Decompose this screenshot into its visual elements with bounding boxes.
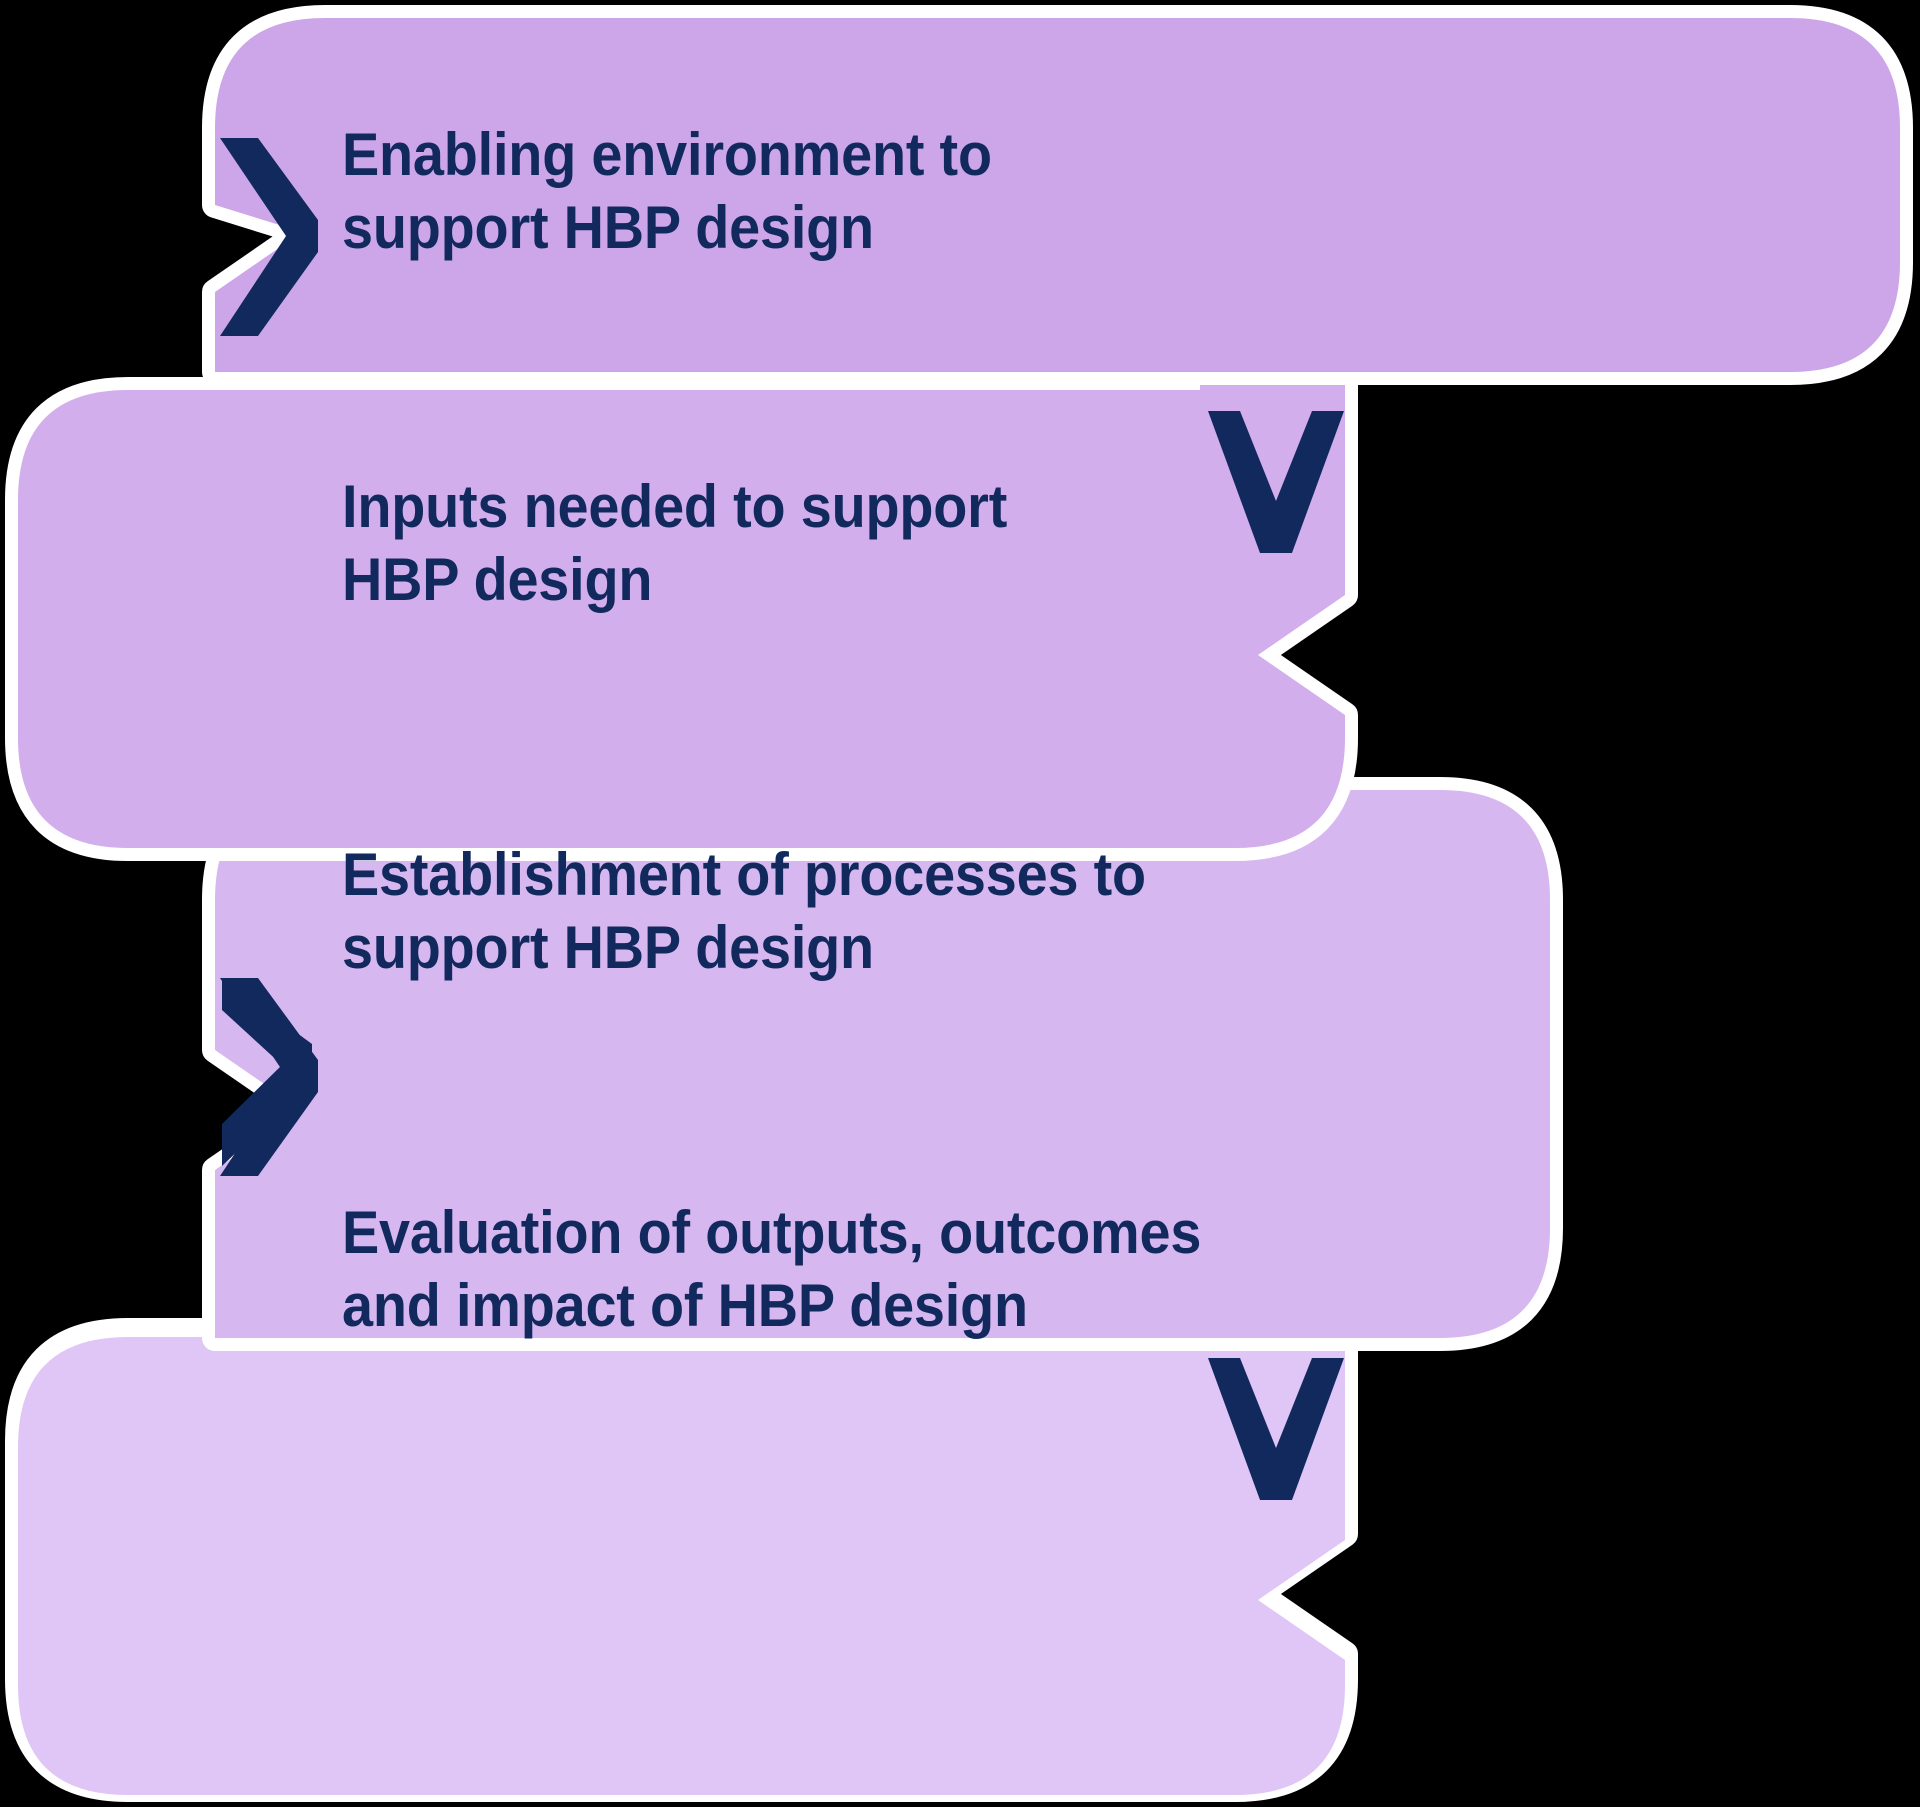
step-1-shape-group[interactable] (202, 5, 1913, 385)
step-1-body[interactable] (215, 18, 1900, 372)
step-4-chevron-down-icon (1208, 1358, 1344, 1500)
step-3-chevron-right-icon (222, 978, 312, 1166)
step-4-shape-group[interactable] (5, 1313, 1358, 1802)
step-2-chevron-down-icon (1208, 411, 1344, 553)
step-3-body[interactable] (215, 790, 1550, 1338)
step-2-shape-group[interactable] (5, 372, 1358, 861)
step-2-body[interactable] (18, 385, 1345, 848)
step-3-chevron-right-icon-b (220, 978, 318, 1176)
step-3-shape-group[interactable] (202, 777, 1563, 1351)
step-4-body[interactable] (18, 1332, 1345, 1795)
step-1-chevron-right-icon (220, 138, 318, 336)
